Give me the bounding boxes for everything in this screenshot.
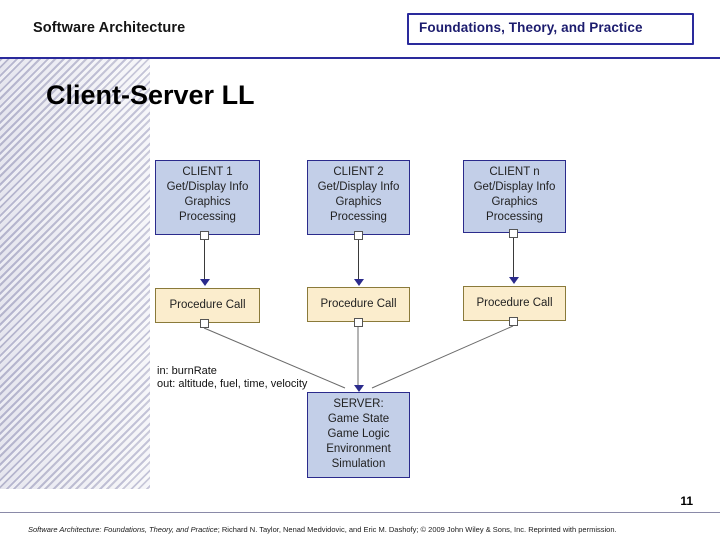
client-n-port[interactable]: [509, 229, 518, 238]
footer-divider: [0, 512, 720, 513]
slide-header: Software Architecture Foundations, Theor…: [0, 0, 720, 59]
procedure-call-1-port[interactable]: [200, 319, 209, 328]
procedure-call-2-box[interactable]: Procedure Call: [307, 287, 410, 322]
client-n-label: CLIENT n Get/Display Info Graphics Proce…: [473, 166, 556, 223]
page-number: 11: [680, 494, 693, 508]
arrowhead-to-server: [354, 385, 364, 392]
procedure-call-3-label: Procedure Call: [476, 297, 553, 309]
procedure-call-2-label: Procedure Call: [320, 298, 397, 310]
procedure-call-1-label: Procedure Call: [169, 299, 246, 311]
client-2-label: CLIENT 2 Get/Display Info Graphics Proce…: [317, 166, 400, 223]
arrowhead-client1-proc1: [200, 279, 210, 286]
client-n-box[interactable]: CLIENT n Get/Display Info Graphics Proce…: [463, 160, 566, 233]
header-accent-bar-inner: [409, 15, 692, 43]
io-label: in: burnRate out: altitude, fuel, time, …: [157, 365, 308, 390]
client-2-port[interactable]: [354, 231, 363, 240]
footer-citation: Software Architecture: Foundations, Theo…: [28, 525, 617, 534]
header-subtitle: Foundations, Theory, and Practice: [419, 20, 643, 35]
page-title: Client-Server LL: [46, 80, 255, 110]
arrowhead-clientn-procn: [509, 277, 519, 284]
header-title: Software Architecture: [33, 20, 186, 36]
client-1-label: CLIENT 1 Get/Display Info Graphics Proce…: [166, 166, 249, 223]
client-2-box[interactable]: CLIENT 2 Get/Display Info Graphics Proce…: [307, 160, 410, 235]
procedure-call-2-port[interactable]: [354, 318, 363, 327]
connector-client1-proc1: [204, 240, 205, 282]
header-divider: [0, 57, 720, 59]
arrowhead-client2-proc2: [354, 279, 364, 286]
decorative-side-band: [0, 59, 150, 489]
client-1-box[interactable]: CLIENT 1 Get/Display Info Graphics Proce…: [155, 160, 260, 235]
client-1-port[interactable]: [200, 231, 209, 240]
procedure-call-1-box[interactable]: Procedure Call: [155, 288, 260, 323]
footer-citation-rest: ; Richard N. Taylor, Nenad Medvidovic, a…: [217, 525, 617, 534]
client-server-diagram: CLIENT 1 Get/Display Info Graphics Proce…: [150, 148, 590, 488]
connector-clientn-procn: [513, 238, 514, 280]
server-label: SERVER: Game State Game Logic Environmen…: [326, 398, 391, 470]
server-box[interactable]: SERVER: Game State Game Logic Environmen…: [307, 392, 410, 478]
procedure-call-3-box[interactable]: Procedure Call: [463, 286, 566, 321]
connector-client2-proc2: [358, 240, 359, 282]
procedure-call-3-port[interactable]: [509, 317, 518, 326]
footer-citation-title: Software Architecture: Foundations, Theo…: [28, 525, 218, 534]
